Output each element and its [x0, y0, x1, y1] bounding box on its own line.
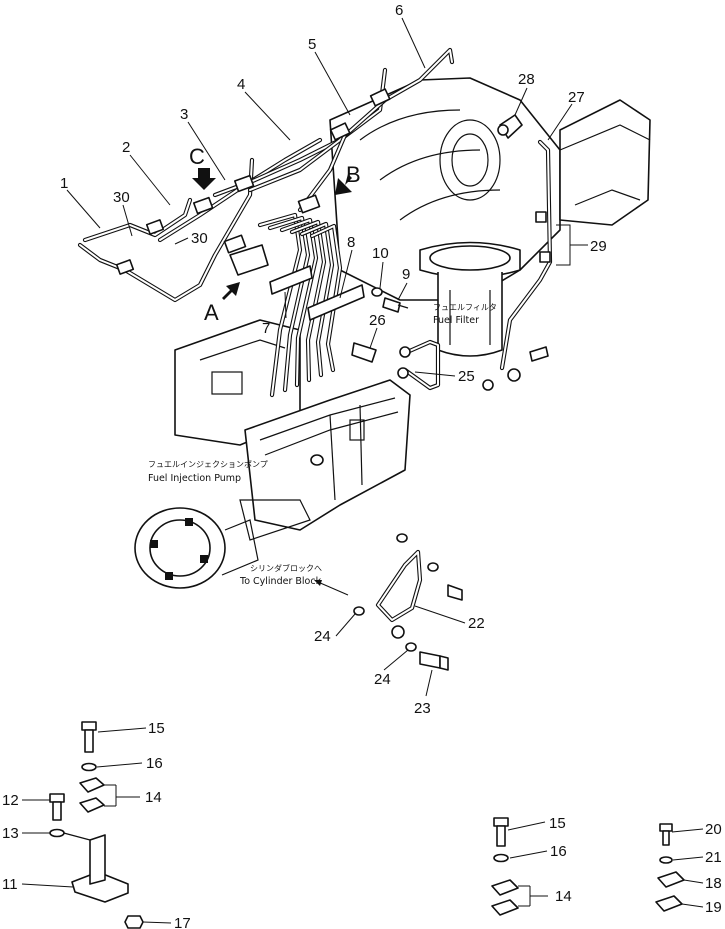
clamp-18 — [657, 871, 685, 888]
view-marker-c: C — [189, 144, 205, 169]
washer-24b — [405, 642, 417, 652]
callout-15b: 15 — [549, 815, 566, 832]
bolt-20 — [659, 823, 673, 846]
callout-4: 4 — [237, 76, 245, 93]
callout-20: 20 — [705, 821, 722, 838]
pump-caption-en: Fuel Injection Pump — [148, 473, 241, 484]
callout-21: 21 — [705, 849, 722, 866]
bolt-12 — [49, 793, 65, 821]
washer-21 — [659, 856, 673, 864]
bolt-upper-22 — [447, 584, 463, 601]
fuel-filter-caption-en: Fuel Filter — [433, 315, 479, 326]
callout-24b: 24 — [374, 671, 391, 688]
callout-15a: 15 — [148, 720, 165, 737]
callout-8: 8 — [347, 234, 355, 251]
callout-17: 17 — [174, 915, 191, 929]
callout-12: 12 — [2, 792, 19, 809]
cylinder-head-cover — [174, 319, 301, 446]
callout-13: 13 — [2, 825, 19, 842]
callout-26: 26 — [369, 312, 386, 329]
bolt-9 — [382, 297, 409, 313]
view-marker-a: A — [204, 300, 219, 325]
nut-17 — [124, 915, 144, 929]
callout-25: 25 — [458, 368, 475, 385]
fuel-pipe-25 — [402, 339, 441, 391]
engine-rear-block — [559, 99, 651, 226]
washer-upper-b — [427, 562, 439, 572]
cylinder-caption-jp: シリンダブロックへ — [250, 563, 322, 573]
callout-9: 9 — [402, 266, 410, 283]
to-cylinder-arrow-head-icon — [314, 580, 322, 586]
washer-16b — [493, 853, 509, 863]
view-a-arrow-icon — [222, 282, 240, 300]
callout-10: 10 — [372, 245, 389, 262]
callout-7: 7 — [262, 320, 270, 337]
callout-19: 19 — [705, 899, 722, 916]
callout-1: 1 — [60, 175, 68, 192]
callout-24a: 24 — [314, 628, 331, 645]
washer-upper — [396, 533, 408, 543]
callout-6: 6 — [395, 2, 403, 19]
clamp-14a — [79, 777, 105, 813]
view-c-arrow-icon — [192, 168, 216, 190]
callout-28: 28 — [518, 71, 535, 88]
callout-29: 29 — [590, 238, 607, 255]
callout-16a: 16 — [146, 755, 163, 772]
elbow-28 — [497, 114, 523, 139]
callout-22: 22 — [468, 615, 485, 632]
washer-13 — [49, 828, 65, 838]
callout-5: 5 — [308, 36, 316, 53]
bolt-15b — [493, 817, 509, 847]
fuel-injection-pump — [239, 379, 411, 541]
misc-bolts — [397, 346, 549, 391]
pipe-bundle — [257, 212, 343, 398]
bolt-15a — [81, 721, 97, 753]
callout-2: 2 — [122, 139, 130, 156]
bracket-8 — [307, 284, 365, 321]
bracket-assembly-11 — [59, 831, 129, 903]
callout-11: 11 — [2, 876, 18, 893]
callout-16b: 16 — [550, 843, 567, 860]
cylinder-caption-en: To Cylinder Block — [239, 576, 322, 587]
callout-23: 23 — [414, 700, 431, 717]
bolt-26 — [351, 342, 377, 363]
pipe-22 — [375, 549, 423, 639]
callout-27: 27 — [568, 89, 585, 106]
clamp-14b — [491, 879, 519, 916]
pump-port — [310, 454, 324, 466]
callout-30b: 30 — [191, 230, 208, 247]
callout-14b: 14 — [555, 888, 572, 905]
callout-14a: 14 — [145, 789, 162, 806]
bracket-7 — [229, 244, 313, 295]
view-b-arrow-icon — [335, 174, 352, 195]
view-marker-b: B — [346, 162, 361, 187]
callout-18: 18 — [705, 875, 722, 892]
washer-10 — [371, 287, 383, 297]
washer-16a — [81, 762, 97, 772]
drive-coupling — [134, 507, 259, 589]
leader-lines — [21, 17, 704, 924]
pump-caption-jp: フュエルインジェクションポンプ — [148, 460, 268, 469]
to-cylinder-arrow — [317, 581, 349, 596]
clamp-19 — [655, 895, 683, 912]
callout-30a: 30 — [113, 189, 130, 206]
fuel-filter-caption-jp: フュエルフィルタ — [433, 303, 497, 312]
bolt-23 — [419, 651, 449, 671]
pipe-clamps — [115, 88, 391, 275]
callout-3: 3 — [180, 106, 188, 123]
fuel-pipe-27 — [499, 139, 553, 371]
washer-24a — [353, 606, 365, 616]
fuel-filter — [419, 241, 521, 357]
